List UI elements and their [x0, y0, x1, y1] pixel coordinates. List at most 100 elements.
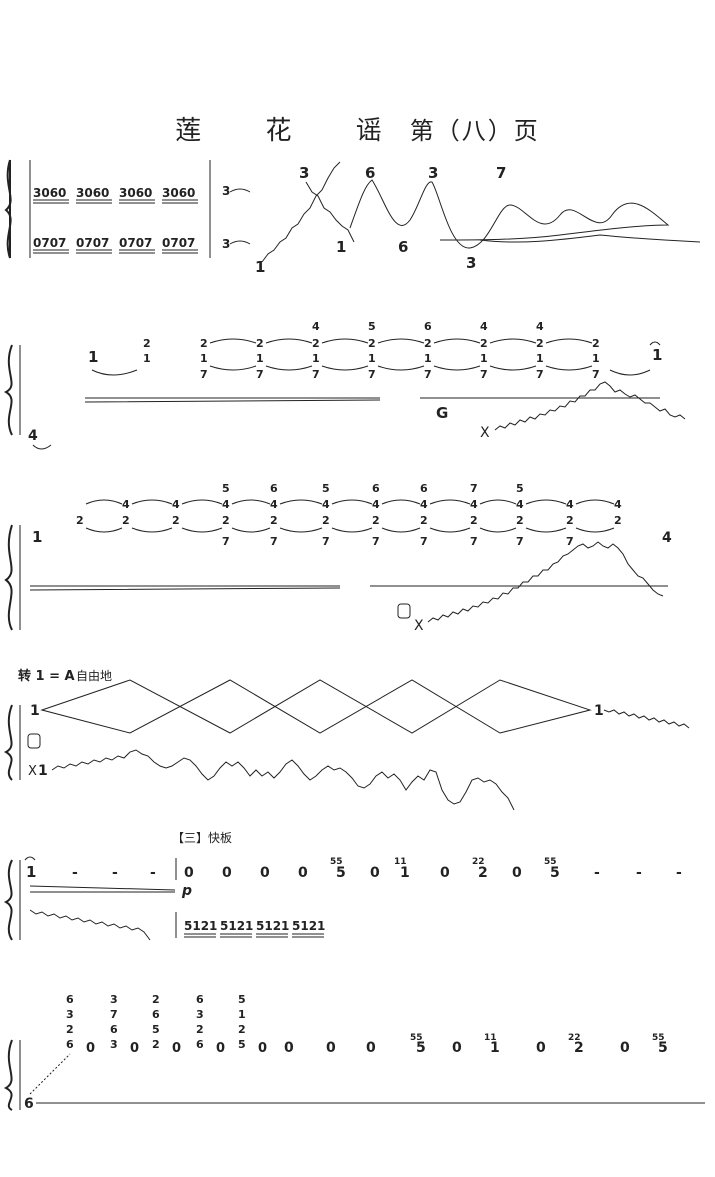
title-main: 莲 花 谣: [175, 116, 410, 146]
beam: [292, 933, 324, 938]
note-group: 5121: [256, 919, 289, 933]
rest-dash: -: [150, 865, 156, 881]
note: 1: [30, 703, 40, 719]
chord-top-note: 4: [312, 320, 320, 333]
x-mark: X: [414, 618, 424, 634]
chord-note: 7: [516, 535, 524, 548]
slur: [381, 499, 421, 505]
note-group: 0707: [119, 236, 152, 250]
chord-note: 7: [536, 368, 544, 381]
note-group: 5121: [184, 919, 217, 933]
system-3: 1 24242542764275427642764277427542742742…: [4, 482, 672, 634]
note: 0: [440, 865, 450, 881]
brace: [3, 859, 13, 941]
beam: [162, 249, 198, 254]
chord-note: 4: [172, 498, 180, 511]
chord-note: 2: [536, 337, 544, 350]
slur: [429, 527, 471, 533]
grace-notes: 55: [330, 857, 343, 867]
chord-note: 4: [322, 498, 330, 511]
slur: [85, 527, 123, 533]
note-group: 3060: [119, 186, 152, 200]
chord-top-note: 4: [536, 320, 544, 333]
note: 0: [130, 1041, 139, 1056]
note: -: [676, 865, 682, 881]
grace-notes: 11: [394, 857, 407, 867]
chord-note: 7: [312, 368, 320, 381]
note: 0: [260, 865, 270, 881]
slur: [575, 499, 615, 505]
rest-dash: -: [112, 865, 118, 881]
fermata: [24, 856, 36, 861]
end-note: 1: [594, 703, 604, 719]
slur: [209, 365, 257, 371]
chord-top-note: 5: [322, 482, 330, 495]
chord-note: 7: [200, 368, 208, 381]
chord-note: 7: [480, 368, 488, 381]
note: 2: [574, 1040, 584, 1056]
lower-tie-note: 3: [222, 237, 230, 251]
chord-note: 2: [76, 514, 84, 527]
chord-note: 6: [66, 1038, 74, 1051]
note: 1: [32, 528, 42, 546]
chord-note: 1: [256, 352, 264, 365]
fermata: [649, 341, 661, 346]
chord-note: 2: [420, 514, 428, 527]
chord-note: 7: [368, 368, 376, 381]
chord-note: 4: [372, 498, 380, 511]
chord-note: 2: [66, 1023, 74, 1036]
chord-note: 1: [536, 352, 544, 365]
note: 0: [620, 1040, 630, 1056]
pedal-box-icon: [27, 733, 41, 749]
note-group: 3060: [162, 186, 195, 200]
note: 1: [38, 763, 48, 779]
chord-note: 5: [238, 993, 246, 1006]
beam: [76, 249, 112, 254]
wave-gliss: [29, 909, 151, 941]
beam: [33, 199, 69, 204]
chord-note: 7: [566, 535, 574, 548]
chord-note: 4: [420, 498, 428, 511]
pedal-box-icon: [397, 603, 411, 619]
chord-note: 1: [480, 352, 488, 365]
note: 3: [299, 164, 309, 182]
slur: [279, 527, 323, 533]
note: 0: [512, 865, 522, 881]
note: 0: [370, 865, 380, 881]
rest-dash: -: [72, 865, 78, 881]
slur: [91, 369, 138, 376]
chord-note: 7: [110, 1008, 118, 1021]
chord-note: 2: [566, 514, 574, 527]
slur: [429, 499, 471, 505]
note: 5: [550, 865, 560, 881]
chord-note: 7: [222, 535, 230, 548]
note: 3: [428, 164, 438, 182]
note: 0: [452, 1040, 462, 1056]
slur: [377, 365, 425, 371]
chord-note: 3: [110, 1038, 118, 1051]
beam: [184, 933, 216, 938]
grace-notes: 55: [410, 1033, 423, 1043]
chord-note: 1: [424, 352, 432, 365]
end-note: 4: [662, 530, 672, 546]
grace-notes: 22: [472, 857, 485, 867]
note: 0: [366, 1040, 376, 1056]
sustain-lines: [29, 885, 176, 893]
upper-tie-note: 3: [222, 184, 230, 198]
slur: [489, 338, 537, 344]
chord-top-note: 6: [270, 482, 278, 495]
note: 0: [536, 1040, 546, 1056]
chord-note: 2: [196, 1023, 204, 1036]
chord-top-note: 5: [368, 320, 376, 333]
note: 6: [365, 164, 375, 182]
chord-note: 7: [592, 368, 600, 381]
chord-note: 7: [372, 535, 380, 548]
chord-note: 2: [238, 1023, 246, 1036]
chord-note: 2: [480, 337, 488, 350]
chord-note: 1: [592, 352, 600, 365]
chord-note: 7: [322, 535, 330, 548]
